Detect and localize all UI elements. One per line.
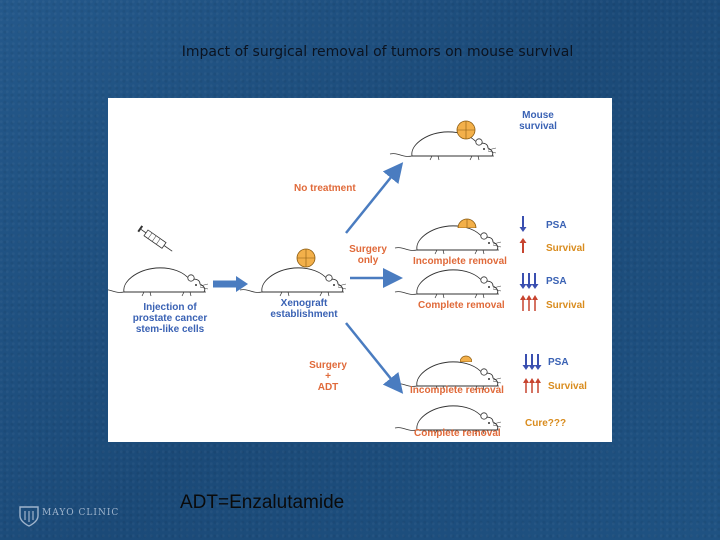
injection-label: Injection of prostate cancer stem-like c…: [132, 302, 208, 335]
adt-complete-removal-label: Complete removal: [414, 428, 501, 439]
footer-note: ADT=Enzalutamide: [180, 492, 345, 513]
surgery-only-label: Surgery only: [349, 244, 387, 266]
syringe-icon: [137, 225, 173, 252]
surgery-psa-label-2: PSA: [546, 276, 567, 287]
logo-text: MAYO CLINIC: [42, 508, 120, 518]
xenograft-label: Xenograft establishment: [270, 298, 338, 320]
mayo-clinic-shield-icon: [19, 506, 39, 527]
arrow-no-treatment: [345, 162, 404, 234]
diagram-figure: Mouse survival No treatment Surgery only…: [108, 98, 612, 442]
mouse-no-treatment-icon: [389, 131, 497, 161]
surgery-complete-removal-label: Complete removal: [418, 300, 505, 311]
survival-up-arrow-single: [519, 238, 527, 253]
tumor-adt-incomplete-icon: [460, 355, 472, 362]
cure-label: Cure???: [525, 418, 567, 429]
adt-psa-down-arrows-triple: [522, 354, 542, 370]
mouse-xenograft-icon: [239, 267, 347, 297]
adt-incomplete-removal-label: Incomplete removal: [410, 385, 504, 396]
no-treatment-label: No treatment: [294, 183, 356, 194]
slide-title: Impact of surgical removal of tumors on …: [181, 44, 574, 60]
arrow-surgery-adt: [345, 322, 404, 394]
surgery-survival-label-1: Survival: [546, 243, 585, 254]
mouse-surgery-incomplete-icon: [394, 225, 502, 255]
surgery-survival-label-2: Survival: [546, 300, 585, 311]
mouse-injection-icon: [108, 267, 209, 297]
tumor-xenograft-icon: [296, 248, 316, 268]
adt-survival-up-arrows-triple: [523, 378, 541, 393]
surgery-incomplete-removal-label: Incomplete removal: [413, 256, 507, 267]
tumor-surgery-incomplete-icon: [457, 218, 477, 228]
survival-up-arrows-triple: [520, 295, 538, 311]
surgery-adt-label: Surgery + ADT: [309, 360, 347, 393]
psa-down-arrow-single: [519, 216, 527, 232]
adt-survival-label: Survival: [548, 381, 587, 392]
diagram-drawing: [108, 120, 542, 435]
mouse-survival-label: Mouse survival: [519, 110, 557, 132]
mouse-surgery-complete-icon: [394, 269, 502, 299]
psa-down-arrows-triple: [519, 273, 539, 289]
adt-psa-label: PSA: [548, 357, 569, 368]
surgery-psa-label-1: PSA: [546, 220, 567, 231]
tumor-no-treatment-icon: [456, 120, 476, 140]
